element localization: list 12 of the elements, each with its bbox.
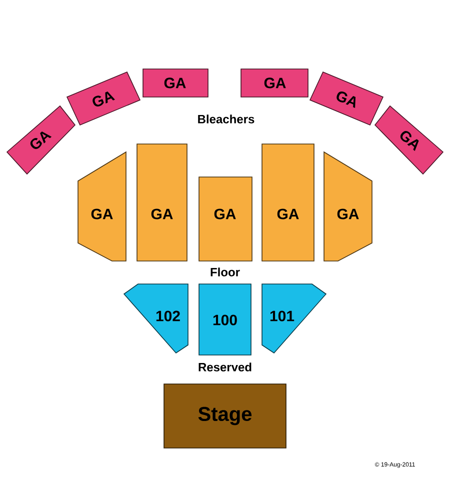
seating-section: GA — [324, 151, 372, 262]
seating-section: GA — [198, 176, 252, 262]
seating-section: GA — [136, 144, 188, 262]
seating-section: Stage — [164, 384, 286, 448]
seating-section: GA — [78, 151, 126, 262]
seating-section: 100 — [198, 284, 252, 356]
seating-section: GA — [240, 68, 308, 98]
seating-section: GA — [262, 144, 314, 262]
section-label: Reserved — [198, 362, 252, 372]
seating-section: GA — [142, 68, 208, 98]
section-label: Floor — [210, 268, 240, 276]
section-label: Bleachers — [198, 114, 254, 124]
